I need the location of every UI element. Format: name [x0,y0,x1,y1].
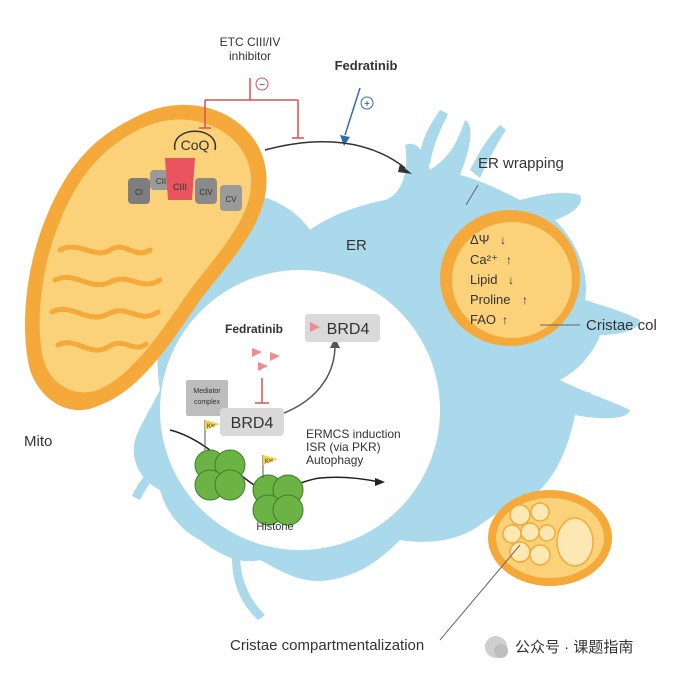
etc-complexes [128,130,242,211]
outcome-3: Autophagy [306,453,363,467]
outcome-2: ISR (via PKR) [306,440,381,454]
er-wrapping-pointer [465,184,479,206]
fedratinib-arrowhead [340,135,350,146]
right-mito-item-2: Ca²⁺ [470,252,498,267]
mediator-complex-box [186,380,228,416]
dna-strand-arrowhead [375,478,385,486]
cristae-compartments [502,502,594,567]
right-mito-arrow-1: ↓ [500,233,506,247]
complex-cv-label: CV [225,195,237,204]
complex-ci-label: CI [135,188,143,197]
histone-label: Histone [256,521,293,533]
coq-label: CoQ [181,137,210,153]
right-mitochondrion-inner [452,222,572,338]
right-mito-arrow-5: ↑ [502,313,508,327]
kac-label-2: Kᵃᶜ [265,459,273,465]
complex-cii-label: CII [156,177,166,186]
etc-inhibitor-line1: ETC CIII/IV [220,35,281,49]
plus-circle [360,96,374,110]
etc-inhibitor-bracket [199,78,304,139]
coq-cycle [174,130,216,151]
right-mito-list: ΔΨ ↓ Ca²⁺ ↑ Lipid ↓ Proline ↑ FAO ↑ [470,232,528,327]
right-mito-arrow-3: ↓ [508,273,514,287]
etc-inhibitor-line2: inhibitor [229,49,271,63]
complex-ciii [165,158,195,200]
fedratinib-molecules [252,348,280,371]
right-mito-item-4: Proline [470,292,510,307]
kac-flag-1 [204,420,220,450]
histone-1 [194,449,246,501]
complex-ciii-label: CIII [173,182,187,192]
complex-cv [220,185,242,211]
complex-civ [195,178,217,204]
flow-arrow-top [264,140,406,169]
histone-2 [252,474,304,526]
watermark-text: 公众号 · 课题指南 [515,639,633,656]
mediator-label-line1: Mediator [193,388,221,395]
flow-arrow-top-head [398,164,412,174]
minus-sign: − [259,80,265,91]
complex-civ-label: CIV [199,188,213,197]
fedratinib-top-label: Fedratinib [335,58,398,73]
fedratinib-activation-arrow [344,87,361,136]
cristae-compartmentalization-label: Cristae compartmentalization [230,637,424,654]
right-mito-arrow-2: ↑ [506,253,512,267]
flow-arrow-nucleus-head [330,338,340,348]
wechat-logo-inner-icon [494,644,508,658]
mito-label: Mito [24,433,52,450]
right-mito-arrow-4: ↑ [522,293,528,307]
right-mito-item-3: Lipid [470,272,497,287]
kac-flag-2 [262,455,278,478]
cristae-col-label: Cristae col [586,317,657,334]
cristae-compartmentalization-pointer [439,544,521,641]
watermark: 公众号 · 课题指南 [485,636,633,658]
brd4-bottom-label: BRD4 [231,415,274,432]
mediator-label-line2: complex [194,399,221,406]
kac-label-1: Kᵃᶜ [207,424,215,430]
brd4-bottom-box [220,408,284,436]
brd4-top-label: BRD4 [327,321,370,338]
fedratinib-nucleus-label: Fedratinib [225,322,283,336]
minus-circle [255,77,269,91]
right-mito-item-5: FAO [470,312,496,327]
complex-ci [128,178,150,204]
brd4-top-inhibitor-mark [310,322,320,332]
er-wrapping-label: ER wrapping [478,155,564,172]
plus-sign: + [364,99,370,110]
right-mito-item-1: ΔΨ [470,232,490,247]
outcome-1: ERMCS induction [306,427,401,441]
er-label: ER [346,237,367,254]
brd4-top-box [305,314,380,342]
